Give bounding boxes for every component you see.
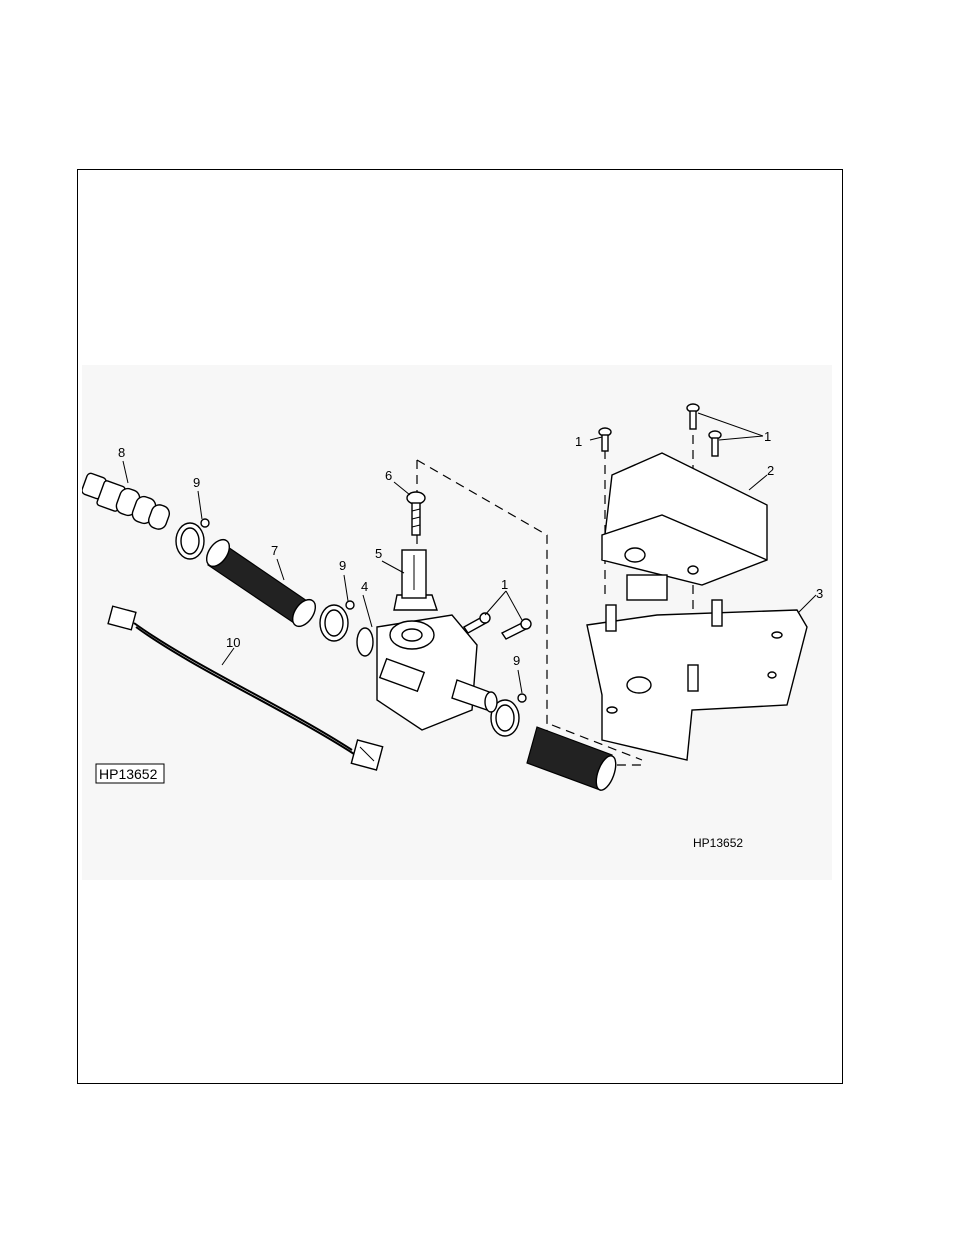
callout-9-c: 9	[513, 653, 520, 668]
part-8-hose-fitting	[82, 472, 172, 531]
callout-9-a: 9	[193, 475, 200, 490]
part-5-actuator	[394, 550, 437, 610]
part-4-valve-body	[357, 615, 497, 730]
part-6-screw	[407, 492, 425, 535]
part-9-clamp-b	[320, 601, 354, 641]
callout-1-lower: 1	[501, 577, 508, 592]
callout-8: 8	[118, 445, 125, 460]
corner-figure-label: HP13652	[693, 836, 743, 850]
boxed-label-text: HP13652	[99, 766, 158, 782]
callout-9-b: 9	[339, 558, 346, 573]
callout-1-upper-right: 1	[764, 429, 771, 444]
callout-3: 3	[816, 586, 823, 601]
exploded-parts-diagram: 8 9 7 9 4 5 6 1 9 10 1 1 2 3 HP13652 HP1…	[82, 365, 832, 880]
callout-10: 10	[226, 635, 240, 650]
part-3-bracket	[587, 600, 807, 760]
part-2-housing	[602, 453, 767, 600]
part-1-bolts-upper	[599, 404, 721, 456]
callout-6: 6	[385, 468, 392, 483]
callout-4: 4	[361, 579, 368, 594]
callout-5: 5	[375, 546, 382, 561]
callout-1-upper-left: 1	[575, 434, 582, 449]
part-1-bolts-lower	[464, 613, 531, 639]
callout-7: 7	[271, 543, 278, 558]
part-7-hose	[202, 536, 320, 631]
callout-2: 2	[767, 463, 774, 478]
boxed-figure-label: HP13652	[96, 764, 164, 783]
part-9-clamp-a	[176, 519, 209, 559]
